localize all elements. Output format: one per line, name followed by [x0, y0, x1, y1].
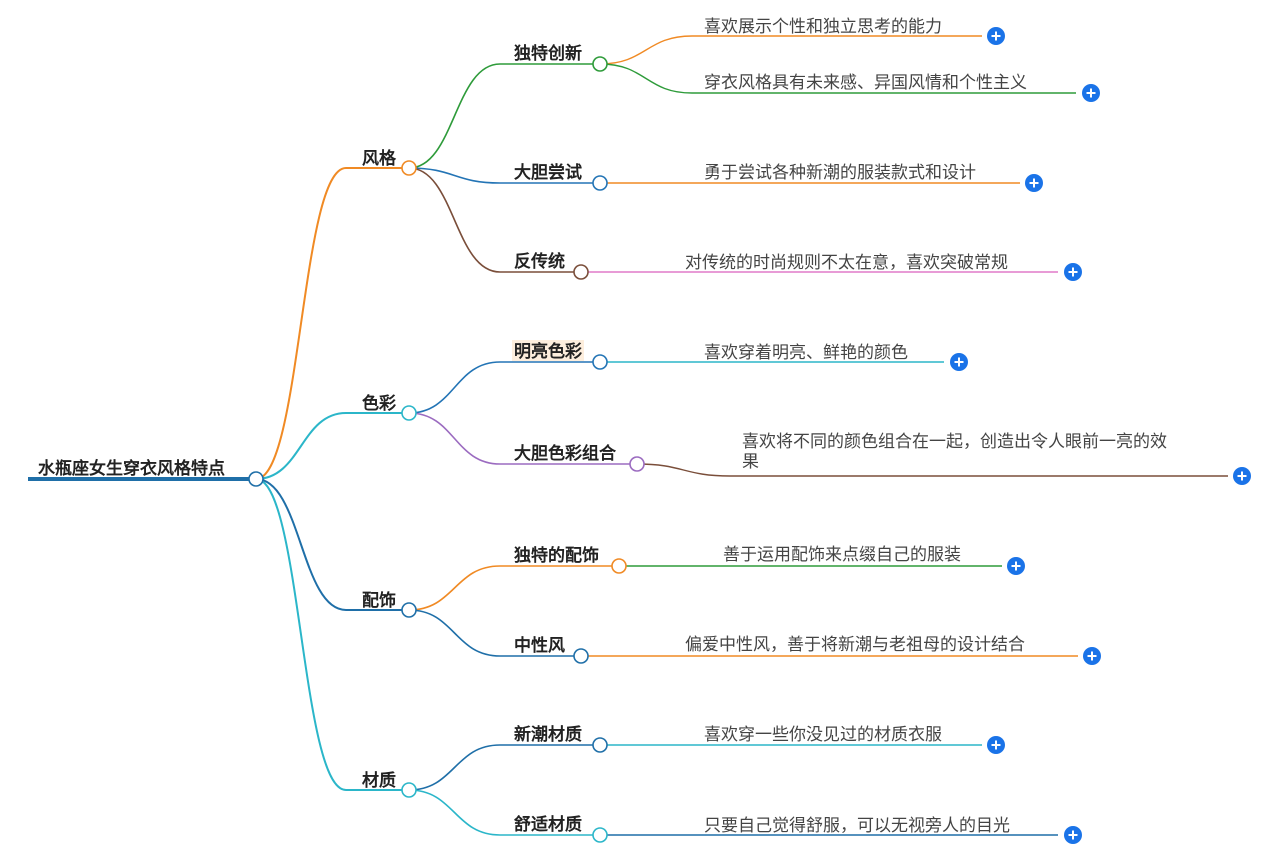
detail-connector — [636, 463, 731, 477]
branch-connector — [255, 478, 347, 791]
sub-connector — [408, 63, 501, 169]
branch-label: 材质 — [362, 770, 396, 791]
detail-text: 喜欢将不同的颜色组合在一起，创造出令人眼前一亮的效 — [742, 432, 1167, 452]
plus-circle-icon[interactable] — [1064, 826, 1082, 844]
branch-label: 配饰 — [362, 590, 396, 611]
node-layer — [248, 27, 1251, 844]
sub-node-toggle[interactable] — [592, 175, 608, 191]
detail-text: 喜欢穿一些你没见过的材质衣服 — [704, 725, 942, 745]
branch-node-toggle[interactable] — [401, 160, 417, 176]
sub-connector — [408, 609, 501, 657]
sub-node-label: 独特的配饰 — [514, 545, 599, 566]
detail-connector — [599, 63, 693, 94]
sub-node-label: 独特创新 — [514, 43, 582, 64]
plus-circle-icon[interactable] — [1233, 467, 1251, 485]
sub-node-toggle[interactable] — [611, 558, 627, 574]
sub-node-label: 新潮材质 — [514, 724, 582, 745]
root-node-toggle[interactable] — [248, 471, 264, 487]
branch-node-toggle[interactable] — [401, 782, 417, 798]
sub-connector — [408, 412, 501, 465]
branch-label: 色彩 — [362, 393, 396, 414]
detail-connector — [599, 35, 693, 65]
sub-node-toggle[interactable] — [592, 354, 608, 370]
sub-connector — [408, 744, 501, 791]
connector-layer — [28, 35, 1228, 836]
plus-circle-icon[interactable] — [1082, 84, 1100, 102]
plus-circle-icon[interactable] — [1007, 557, 1025, 575]
sub-node-label: 大胆色彩组合 — [514, 443, 617, 464]
detail-text: 穿衣风格具有未来感、异国风情和个性主义 — [704, 73, 1027, 93]
detail-text: 果 — [742, 452, 759, 472]
branch-connector — [255, 478, 347, 611]
sub-node-label: 大胆尝试 — [514, 162, 582, 183]
sub-node-label: 反传统 — [514, 251, 565, 272]
sub-node-label: 明亮色彩 — [514, 341, 582, 362]
detail-text: 善于运用配饰来点缀自己的服装 — [723, 545, 961, 565]
sub-node-toggle[interactable] — [573, 264, 589, 280]
plus-circle-icon[interactable] — [950, 353, 968, 371]
sub-node-toggle[interactable] — [573, 648, 589, 664]
sub-node-label: 中性风 — [514, 635, 565, 656]
highlight-background — [512, 340, 584, 361]
sub-connector — [408, 789, 501, 836]
branch-connector — [255, 412, 347, 480]
detail-text: 喜欢穿着明亮、鲜艳的颜色 — [704, 343, 908, 363]
detail-text: 对传统的时尚规则不太在意，喜欢突破常规 — [685, 253, 1008, 273]
detail-text: 勇于尝试各种新潮的服装款式和设计 — [704, 163, 976, 183]
root-node-label: 水瓶座女生穿衣风格特点 — [38, 458, 225, 479]
sub-node-toggle[interactable] — [592, 737, 608, 753]
sub-connector — [408, 565, 501, 611]
detail-text: 喜欢展示个性和独立思考的能力 — [704, 17, 942, 37]
sub-connector — [408, 167, 501, 184]
sub-node-label: 舒适材质 — [514, 814, 582, 835]
plus-circle-icon[interactable] — [1064, 263, 1082, 281]
branch-node-toggle[interactable] — [401, 602, 417, 618]
sub-connector — [408, 361, 501, 414]
detail-text: 偏爱中性风，善于将新潮与老祖母的设计结合 — [685, 635, 1025, 655]
sub-connector — [408, 167, 501, 273]
plus-circle-icon[interactable] — [1083, 647, 1101, 665]
branch-node-toggle[interactable] — [401, 405, 417, 421]
sub-node-toggle[interactable] — [592, 827, 608, 843]
plus-circle-icon[interactable] — [987, 27, 1005, 45]
sub-node-toggle[interactable] — [592, 56, 608, 72]
plus-circle-icon[interactable] — [987, 736, 1005, 754]
branch-connector — [255, 167, 347, 480]
plus-circle-icon[interactable] — [1025, 174, 1043, 192]
sub-node-toggle[interactable] — [629, 456, 645, 472]
branch-label: 风格 — [362, 148, 397, 169]
detail-text: 只要自己觉得舒服，可以无视旁人的目光 — [704, 816, 1010, 836]
